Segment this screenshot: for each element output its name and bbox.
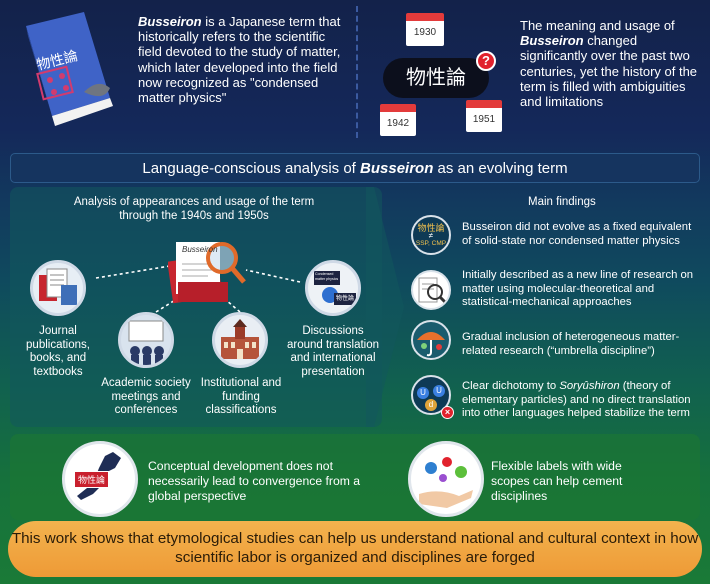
umbrella-icon (411, 320, 451, 360)
journals-label: Journal publications, books, and textboo… (26, 325, 90, 378)
analysis-title: Analysis of appearances and usage of the… (73, 196, 315, 222)
not-equal-sign: ≠ (428, 231, 434, 240)
conference-icon (118, 312, 174, 368)
conference-label: Academic society meetings and conference… (101, 377, 191, 416)
bottom-right-text: Flexible labels with wide scopes can hel… (491, 459, 623, 503)
not-equal-ssp-cmp: SSP, CMP (415, 240, 447, 247)
not-equal-kanji: 物性論 (417, 223, 445, 233)
translation-icon: Condensed matter physics 物性論 (305, 260, 361, 316)
science-icons-hand (408, 441, 484, 517)
finding-4: Clear dichotomy to Soryûshiron (theory o… (462, 380, 702, 421)
finding-4-pre: Clear dichotomy to (462, 380, 560, 392)
change-text-pre: The meaning and usage of (520, 18, 675, 33)
folder-label: Busseiron (182, 245, 218, 254)
busseiron-kanji: 物性論 (406, 67, 466, 89)
japan-tag: 物性論 (74, 471, 110, 488)
book-illustration: 物性論 (14, 6, 124, 134)
finding-3: Gradual inclusion of heterogeneous matte… (462, 331, 680, 357)
screen-jp: 物性論 (334, 293, 356, 305)
question-icon: ? (476, 51, 496, 71)
findings-title: Main findings (528, 196, 596, 208)
year-1942: 1942 (386, 118, 410, 129)
intro-text: Busseiron is a Japanese term that histor… (138, 14, 348, 105)
finding-4-post: (theory of elementary particles) and no … (462, 380, 691, 420)
finding-4-italic: Soryûshiron (559, 380, 620, 392)
change-text: The meaning and usage of Busseiron chang… (520, 18, 705, 109)
finding-1: Busseiron did not evolve as a fixed equi… (462, 221, 692, 247)
calendar-icon-1930: 1930 (406, 13, 444, 46)
banner-post: as an evolving term (433, 160, 568, 177)
calendar-icon-1942: 1942 (380, 104, 416, 136)
kanji-oval: 物性論 (383, 58, 489, 98)
change-term: Busseiron (520, 33, 584, 49)
research-icon (411, 270, 451, 310)
institution-label: Institutional and funding classification… (200, 377, 282, 416)
change-text-post: changed significantly over the past two … (520, 33, 698, 110)
not-equivalent-icon: 物性論 ≠ SSP, CMP (411, 215, 451, 255)
journals-icon (30, 260, 86, 316)
year-1951: 1951 (472, 114, 496, 125)
calendar-icon-1951: 1951 (466, 100, 502, 132)
bottom-left-text: Conceptual development does not necessar… (148, 459, 361, 503)
up-quark-2: U (433, 385, 445, 397)
screen-jp-text: 物性論 (335, 296, 354, 302)
panel-arrow (366, 187, 404, 427)
conclusion-banner: This work shows that etymological studie… (8, 521, 702, 577)
folder-magnifier-illustration: Busseiron (167, 236, 248, 306)
up-quark-1: U (417, 387, 429, 399)
screen-en: Condensed matter physics (314, 271, 340, 285)
banner-term: Busseiron (360, 160, 434, 177)
finding-2: Initially described as a new line of res… (462, 269, 694, 309)
banner-pre: Language-conscious analysis of (142, 160, 361, 177)
header-divider (356, 6, 358, 138)
section-banner: Language-conscious analysis of Busseiron… (10, 153, 700, 183)
question-mark: ? (482, 53, 490, 68)
down-quark: d (425, 399, 437, 411)
x-mark-icon: × (441, 406, 454, 419)
year-1930: 1930 (413, 27, 437, 38)
screen-en-text: Condensed matter physics (315, 272, 339, 281)
institution-icon (212, 312, 268, 368)
intro-term: Busseiron (138, 14, 202, 29)
translation-label: Discussions around translation and inter… (286, 325, 380, 378)
intro-body: is a Japanese term that historically ref… (138, 14, 341, 106)
